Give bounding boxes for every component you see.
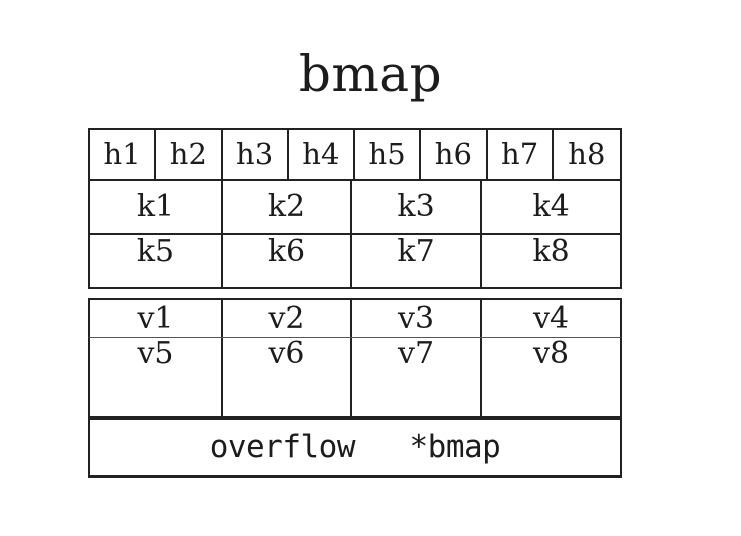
value-cell-v8: v8 xyxy=(482,338,620,416)
tophash-cell-h5: h5 xyxy=(355,130,422,179)
tophash-cell-h7: h7 xyxy=(487,130,554,179)
value-cell-v6: v6 xyxy=(223,338,353,416)
key-cell-k2: k2 xyxy=(223,181,353,233)
overflow-row: overflow *bmap xyxy=(88,418,622,478)
values-row-1: v1 v2 v3 v4 xyxy=(88,298,622,338)
value-cell-v7: v7 xyxy=(352,338,483,416)
tophash-cell-h1: h1 xyxy=(90,130,157,179)
tophash-cell-h2: h2 xyxy=(156,130,223,179)
key-cell-k7: k7 xyxy=(352,235,483,287)
values-row-2: v5 v6 v7 v8 xyxy=(88,338,622,418)
overflow-pointer-label: overflow *bmap xyxy=(90,420,620,475)
keys-row-2: k5 k6 k7 k8 xyxy=(88,235,622,289)
value-cell-v1: v1 xyxy=(90,300,223,337)
tophash-cell-h4: h4 xyxy=(288,130,355,179)
key-cell-k8: k8 xyxy=(482,235,620,287)
value-cell-v5: v5 xyxy=(90,338,223,416)
key-cell-k4: k4 xyxy=(482,181,620,233)
key-cell-k6: k6 xyxy=(223,235,353,287)
bmap-struct-table: h1 h2 h3 h4 h5 h6 h7 h8 k1 k2 k3 k4 k5 k… xyxy=(88,128,622,478)
tophash-cell-h3: h3 xyxy=(222,130,289,179)
key-cell-k3: k3 xyxy=(352,181,483,233)
key-cell-k5: k5 xyxy=(90,235,223,287)
keys-row-1: k1 k2 k3 k4 xyxy=(88,181,622,235)
key-cell-k1: k1 xyxy=(90,181,223,233)
tophash-cell-h8: h8 xyxy=(553,130,620,179)
tophash-row: h1 h2 h3 h4 h5 h6 h7 h8 xyxy=(88,128,622,181)
diagram-title: bmap xyxy=(298,45,443,103)
value-cell-v4: v4 xyxy=(482,300,620,337)
tophash-cell-h6: h6 xyxy=(421,130,488,179)
value-cell-v3: v3 xyxy=(352,300,483,337)
value-cell-v2: v2 xyxy=(223,300,353,337)
